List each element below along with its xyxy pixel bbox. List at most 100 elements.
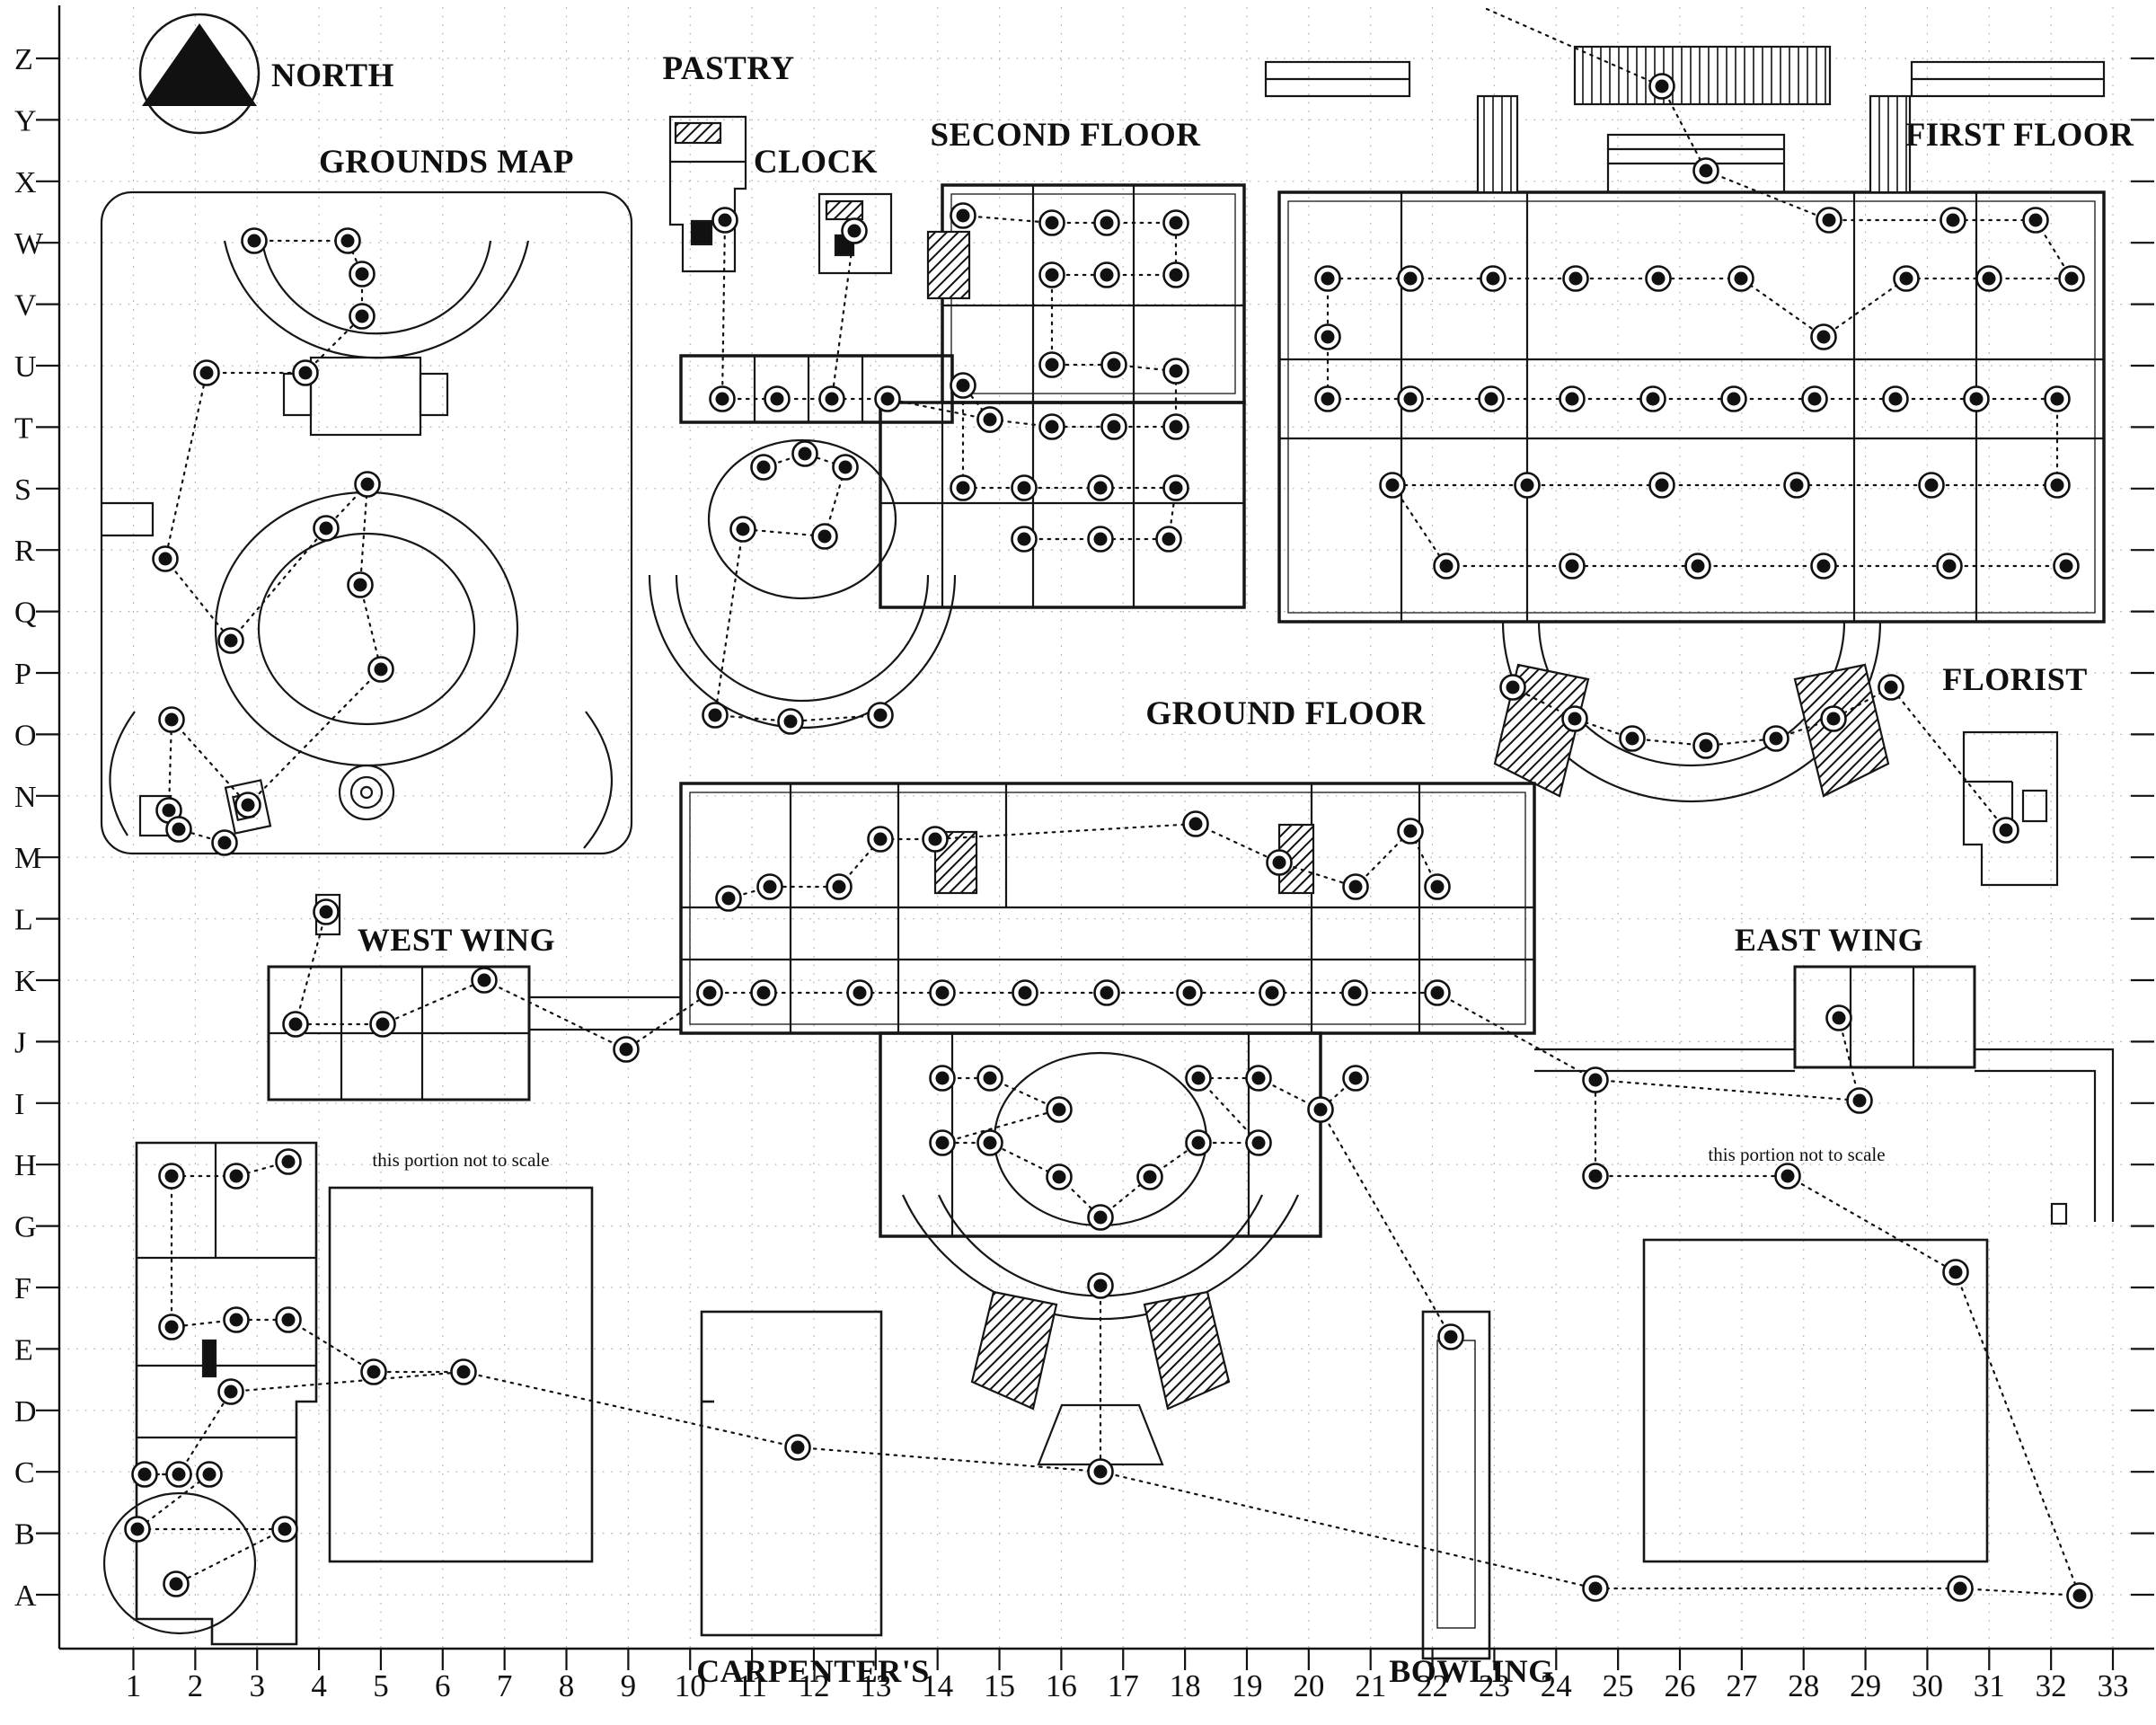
route-link xyxy=(1099,1470,1597,1590)
map-node-core xyxy=(1884,680,1898,694)
map-node-core xyxy=(1826,712,1841,726)
route-west_offices xyxy=(134,1160,464,1586)
axis-row-label: R xyxy=(14,535,35,568)
map-node-core xyxy=(1816,559,1831,573)
axis-row-label: J xyxy=(14,1026,26,1059)
axis-col-label: 23 xyxy=(1479,1668,1510,1703)
section-label-bowling: BOWLING xyxy=(1389,1653,1554,1689)
map-node-core xyxy=(1565,392,1579,406)
axis-row-label: H xyxy=(14,1149,37,1182)
axis-row-label: F xyxy=(14,1272,31,1305)
section-label-clock: CLOCK xyxy=(754,144,878,181)
map-node-core xyxy=(1769,731,1783,746)
axis-row-label: W xyxy=(14,227,44,261)
map-node-core xyxy=(224,633,238,648)
map-node-core xyxy=(708,708,722,722)
map-node-core xyxy=(199,366,214,380)
map-node-core xyxy=(1162,532,1176,546)
map-node-core xyxy=(832,880,846,894)
axis-row-label: X xyxy=(14,166,37,199)
map-node-core xyxy=(1385,478,1400,492)
axis-col-label: 8 xyxy=(559,1668,575,1703)
map-node-core xyxy=(1348,880,1363,894)
map-node-core xyxy=(1107,420,1121,434)
map-node-core xyxy=(1946,213,1960,227)
axis-row-label: S xyxy=(14,473,31,507)
axis-row-label: D xyxy=(14,1395,37,1429)
map-node-core xyxy=(956,481,970,495)
map-node-core xyxy=(278,1522,292,1536)
map-node-core xyxy=(1052,1170,1066,1184)
route-link xyxy=(720,218,727,401)
west-block-outline xyxy=(328,1186,594,1563)
map-node-core xyxy=(1321,271,1335,286)
map-nodes-layer xyxy=(124,73,2093,1609)
map-node-core xyxy=(2072,1588,2087,1603)
axis-col-label: 3 xyxy=(249,1668,265,1703)
axis-row-label: O xyxy=(14,719,37,752)
map-node-core xyxy=(838,460,853,474)
map-node-core xyxy=(1691,559,1705,573)
map-node-core xyxy=(1699,739,1713,753)
axis-col-label: 29 xyxy=(1850,1668,1881,1703)
route-link xyxy=(1485,7,1664,88)
carpenters-plan xyxy=(700,1310,883,1637)
map-node-core xyxy=(164,1320,179,1334)
map-node-core xyxy=(721,891,736,906)
axis-row-label: M xyxy=(14,842,41,875)
section-label-north: NORTH xyxy=(271,58,394,94)
section-label-florist: FLORIST xyxy=(1942,661,2088,697)
axis-row-label: E xyxy=(14,1333,33,1367)
map-node-core xyxy=(1999,823,2013,837)
map-node-core xyxy=(983,412,997,427)
map-node-core xyxy=(1982,271,1996,286)
map-node-core xyxy=(172,1467,186,1482)
axis-col-label: 30 xyxy=(1912,1668,1943,1703)
map-node-core xyxy=(1045,420,1059,434)
pastry-plan xyxy=(668,115,747,273)
axis-col-label: 12 xyxy=(798,1668,829,1703)
map-node-core xyxy=(1045,268,1059,282)
map-node-core xyxy=(1439,559,1454,573)
map-node-core xyxy=(718,213,732,227)
map-node-core xyxy=(2028,213,2043,227)
axis-row-label: A xyxy=(14,1579,37,1613)
map-node-core xyxy=(1265,986,1279,1000)
curved-stairs-east xyxy=(1793,663,1890,798)
axis-col-label: 21 xyxy=(1355,1668,1386,1703)
map-node-core xyxy=(1852,1093,1867,1108)
section-label-pastry: PASTRY xyxy=(663,50,795,87)
map-node-core xyxy=(1899,271,1913,286)
route-second_oval xyxy=(713,452,882,723)
map-node-core xyxy=(2050,392,2064,406)
axis-row-label: L xyxy=(14,904,33,937)
map-node-core xyxy=(355,267,369,281)
map-node-core xyxy=(1520,478,1534,492)
route-link xyxy=(1889,686,2008,832)
map-node-core xyxy=(1093,1210,1108,1225)
map-node-core xyxy=(873,708,888,722)
axis-col-label: 26 xyxy=(1665,1668,1696,1703)
map-node-core xyxy=(873,832,888,846)
map-node-core xyxy=(1789,478,1804,492)
terrace-colonnade xyxy=(1573,45,1832,106)
map-node-core xyxy=(1093,1278,1108,1293)
section-label-second-floor: SECOND FLOOR xyxy=(930,117,1201,154)
map-node-core xyxy=(798,447,812,461)
map-node-core xyxy=(229,1169,243,1183)
map-node-core xyxy=(983,1136,997,1150)
axis-row-label: P xyxy=(14,658,31,691)
map-node-core xyxy=(783,714,798,729)
compass-circle xyxy=(138,13,261,135)
grid-layer xyxy=(59,7,2147,1649)
map-node-core xyxy=(756,986,771,1000)
map-node-core xyxy=(1822,213,1836,227)
axis-col-label: 2 xyxy=(188,1668,204,1703)
map-node-core xyxy=(1169,364,1183,378)
map-node-core xyxy=(1052,1102,1066,1117)
map-node-core xyxy=(1188,817,1203,831)
map-node-core xyxy=(1948,1265,1963,1279)
florist-plan xyxy=(1962,730,2059,887)
section-label-first-floor: FIRST FLOOR xyxy=(1905,117,2134,154)
